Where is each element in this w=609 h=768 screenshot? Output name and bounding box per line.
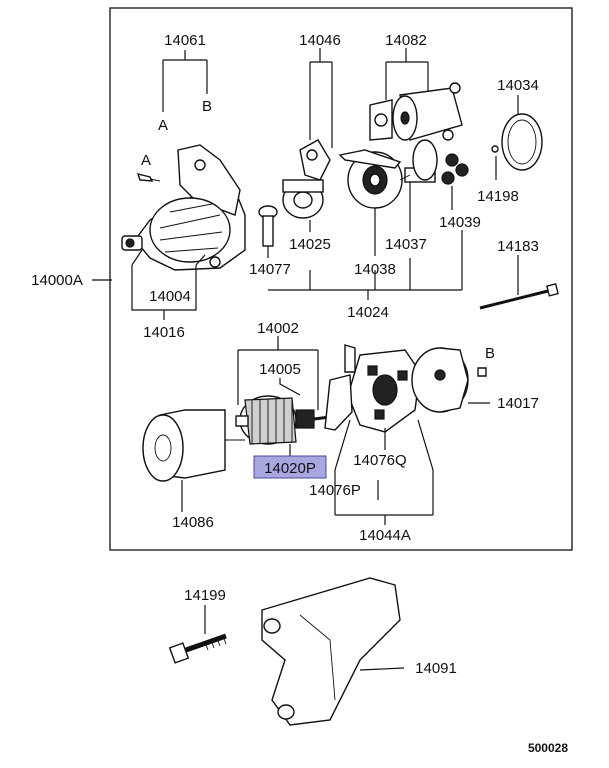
label-14034[interactable]: 14034 xyxy=(497,77,539,94)
label-14076q[interactable]: 14076Q xyxy=(353,452,406,469)
planet-gears-illustration xyxy=(441,153,469,185)
label-14082[interactable]: 14082 xyxy=(385,32,427,49)
label-14199[interactable]: 14199 xyxy=(184,587,226,604)
letter-a-screw: A xyxy=(141,152,151,169)
bolt-illustration xyxy=(168,633,227,664)
label-14046[interactable]: 14046 xyxy=(299,32,341,49)
letter-b-screw: B xyxy=(485,345,495,362)
label-14076p[interactable]: 14076P xyxy=(309,482,361,499)
label-14000a[interactable]: 14000A xyxy=(31,272,83,289)
label-14004[interactable]: 14004 xyxy=(149,288,191,305)
label-14024[interactable]: 14024 xyxy=(347,304,389,321)
assembly-frame xyxy=(109,7,573,551)
letter-a-top: A xyxy=(158,117,168,134)
solenoid-illustration xyxy=(369,82,463,141)
internal-gear-illustration xyxy=(338,149,403,209)
pinion-shaft-illustration xyxy=(399,139,438,183)
label-14044a[interactable]: 14044A xyxy=(359,527,411,544)
label-14002[interactable]: 14002 xyxy=(257,320,299,337)
clutch-illustration xyxy=(282,139,331,219)
label-14183[interactable]: 14183 xyxy=(497,238,539,255)
stop-ring-illustration xyxy=(258,205,278,247)
armature-illustration xyxy=(235,395,331,445)
label-14038[interactable]: 14038 xyxy=(354,261,396,278)
letter-b-top: B xyxy=(202,98,212,115)
packing-ring-illustration xyxy=(491,113,543,171)
label-14086[interactable]: 14086 xyxy=(172,514,214,531)
label-14077[interactable]: 14077 xyxy=(249,261,291,278)
rear-bracket-illustration xyxy=(411,347,487,413)
leader-lines xyxy=(92,48,519,671)
label-14016[interactable]: 14016 xyxy=(143,324,185,341)
label-14091[interactable]: 14091 xyxy=(415,660,457,677)
label-14037[interactable]: 14037 xyxy=(385,236,427,253)
label-14017[interactable]: 14017 xyxy=(497,395,539,412)
through-bolt-illustration xyxy=(479,283,559,310)
highlight-box xyxy=(253,455,327,479)
label-14198[interactable]: 14198 xyxy=(477,188,519,205)
label-14005[interactable]: 14005 xyxy=(259,361,301,378)
drive-housing-illustration xyxy=(121,144,246,271)
label-14020p[interactable]: 14020P xyxy=(264,460,316,477)
label-14025[interactable]: 14025 xyxy=(289,236,331,253)
brush-holder-illustration xyxy=(324,344,421,433)
document-number: 500028 xyxy=(528,741,568,755)
mounting-bracket-illustration xyxy=(261,577,401,726)
yoke-illustration xyxy=(142,409,245,482)
label-14061[interactable]: 14061 xyxy=(164,32,206,49)
label-14039[interactable]: 14039 xyxy=(439,214,481,231)
